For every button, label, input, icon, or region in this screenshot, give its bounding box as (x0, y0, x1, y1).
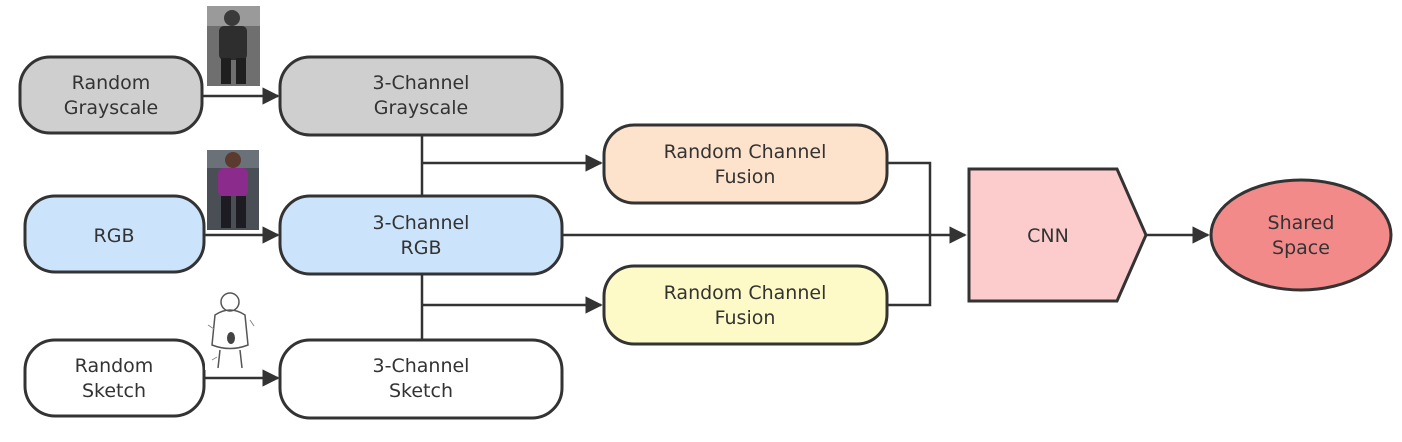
random-grayscale-label-1: Random (72, 72, 151, 94)
grayscale-person-thumbnail (207, 6, 260, 86)
3channel-grayscale-label-1: 3-Channel (373, 72, 470, 94)
3channel-sketch-label-1: 3-Channel (373, 355, 470, 377)
rgb-label: RGB (94, 225, 135, 247)
node-3channel-rgb: 3-Channel RGB (278, 194, 564, 276)
fusion-bottom-label-1: Random Channel (664, 282, 827, 304)
random-grayscale-label-2: Grayscale (64, 97, 158, 119)
fusion-merge-line (887, 161, 932, 307)
node-shared-space: Shared Space (1209, 178, 1393, 292)
node-3channel-grayscale: 3-Channel Grayscale (278, 55, 564, 137)
3channel-rgb-label-2: RGB (401, 237, 442, 259)
connectors (202, 87, 1210, 387)
sketch-person-thumbnail (205, 290, 257, 370)
3channel-grayscale-label-2: Grayscale (374, 97, 468, 119)
fusion-top-label-1: Random Channel (664, 141, 827, 163)
fusion-top-label-2: Fusion (715, 166, 776, 188)
shared-space-label-2: Space (1272, 237, 1330, 259)
node-fusion-top: Random Channel Fusion (602, 123, 889, 205)
node-fusion-bottom: Random Channel Fusion (602, 264, 889, 346)
3channel-rgb-label-1: 3-Channel (373, 212, 470, 234)
node-random-sketch: Random Sketch (23, 338, 206, 418)
node-cnn: CNN (967, 167, 1148, 303)
node-rgb: RGB (23, 194, 206, 274)
rgb-person-thumbnail (207, 150, 259, 230)
3channel-sketch-label-2: Sketch (389, 380, 453, 402)
shared-space-label-1: Shared (1268, 212, 1335, 234)
random-sketch-label-1: Random (75, 355, 154, 377)
node-random-grayscale: Random Grayscale (18, 55, 204, 135)
random-sketch-label-2: Sketch (82, 380, 146, 402)
fusion-bottom-label-2: Fusion (715, 307, 776, 329)
node-3channel-sketch: 3-Channel Sketch (278, 338, 564, 420)
cnn-label: CNN (1027, 225, 1069, 247)
